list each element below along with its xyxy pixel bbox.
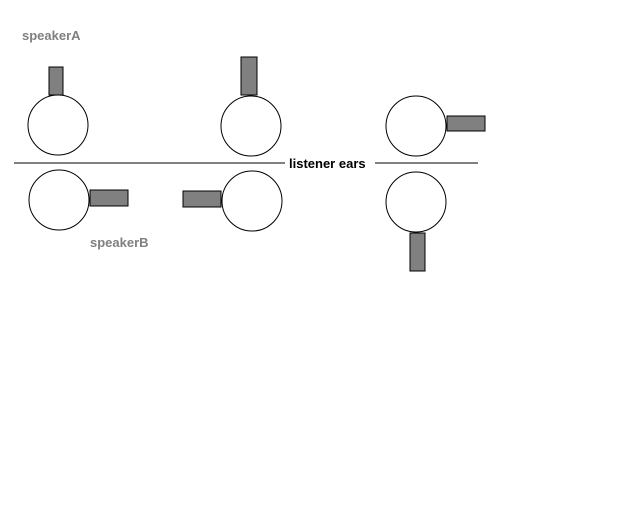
ear-2-upper [220,56,282,157]
ear-1-lower [28,169,129,231]
ear-circle [385,171,447,233]
ear-group-1 [27,66,129,231]
ear-2-lower [182,170,283,232]
ear-circle [27,94,89,156]
ear-circle [221,170,283,232]
listener-ears-label: listener ears [289,156,366,171]
ear-1-upper [27,66,89,156]
speaker-block [89,189,129,207]
speaker-block [182,190,222,208]
ear-circle [220,95,282,157]
speaker-block [240,56,258,96]
ear-circle [385,95,447,157]
ear-group-2 [182,56,283,232]
ear-3-lower [385,171,447,272]
ear-3-upper [385,95,486,157]
ear-group-3 [385,95,486,272]
speaker-a-label: speakerA [22,28,81,43]
speaker-block [409,232,426,272]
speaker-b-label: speakerB [90,235,149,250]
speaker-block [48,66,64,96]
ear-circle [28,169,90,231]
speaker-block [446,115,486,132]
